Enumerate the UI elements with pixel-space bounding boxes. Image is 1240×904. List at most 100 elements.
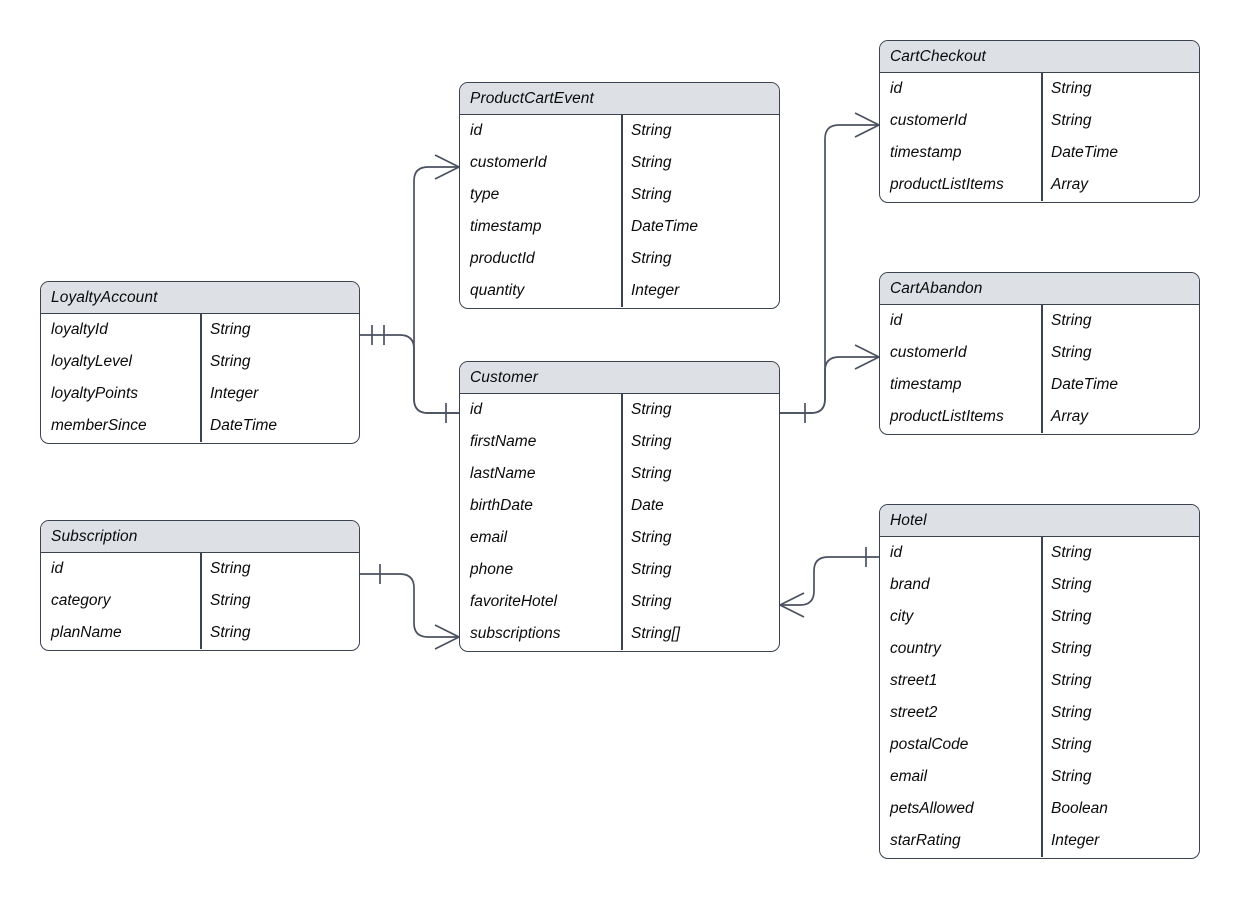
field-row[interactable]: phone String bbox=[460, 554, 779, 586]
field-type: Array bbox=[1051, 176, 1089, 193]
field-name: street2 bbox=[890, 704, 938, 721]
field-name: favoriteHotel bbox=[470, 593, 558, 610]
field-name: birthDate bbox=[470, 497, 533, 514]
entity-title-subscription: Subscription bbox=[41, 521, 359, 553]
field-type: String bbox=[631, 122, 672, 139]
field-row[interactable]: id String bbox=[880, 305, 1199, 337]
field-row[interactable]: planName String bbox=[41, 617, 359, 649]
field-row[interactable]: category String bbox=[41, 585, 359, 617]
column-divider bbox=[621, 115, 623, 307]
field-type: String bbox=[210, 592, 251, 609]
field-type: Integer bbox=[631, 282, 680, 299]
entity-title-cartAbandon: CartAbandon bbox=[880, 273, 1199, 305]
entity-title-hotel: Hotel bbox=[880, 505, 1199, 537]
field-name: timestamp bbox=[470, 218, 542, 235]
field-type: String bbox=[210, 321, 251, 338]
field-type: String bbox=[1051, 768, 1092, 785]
field-type: String bbox=[631, 154, 672, 171]
edge-customer-productcartevent bbox=[413, 154, 460, 414]
field-name: id bbox=[51, 560, 64, 577]
field-type: String[] bbox=[631, 625, 681, 642]
field-type: String bbox=[631, 186, 672, 203]
field-row[interactable]: loyaltyId String bbox=[41, 314, 359, 346]
field-type: String bbox=[210, 353, 251, 370]
field-row[interactable]: productListItems Array bbox=[880, 169, 1199, 201]
field-name: postalCode bbox=[890, 736, 969, 753]
field-name: planName bbox=[51, 624, 122, 641]
column-divider bbox=[1041, 305, 1043, 433]
field-name: id bbox=[890, 312, 903, 329]
field-type: String bbox=[631, 401, 672, 418]
field-name: productListItems bbox=[890, 176, 1004, 193]
field-row[interactable]: lastName String bbox=[460, 458, 779, 490]
field-name: firstName bbox=[470, 433, 537, 450]
field-name: memberSince bbox=[51, 417, 147, 434]
field-type: String bbox=[210, 624, 251, 641]
field-name: id bbox=[890, 544, 903, 561]
field-type: String bbox=[631, 561, 672, 578]
field-row[interactable]: id String bbox=[460, 115, 779, 147]
edge-customer-cartabandon bbox=[780, 344, 880, 414]
field-row[interactable]: customerId String bbox=[460, 147, 779, 179]
column-divider bbox=[621, 394, 623, 650]
field-type: String bbox=[1051, 672, 1092, 689]
field-type: String bbox=[1051, 312, 1092, 329]
field-name: customerId bbox=[470, 154, 547, 171]
entity-title-cartCheckout: CartCheckout bbox=[880, 41, 1199, 73]
field-name: lastName bbox=[470, 465, 536, 482]
column-divider bbox=[200, 553, 202, 649]
field-name: phone bbox=[470, 561, 514, 578]
field-name: loyaltyId bbox=[51, 321, 108, 338]
field-type: String bbox=[631, 465, 672, 482]
field-name: id bbox=[470, 122, 483, 139]
field-type: String bbox=[631, 529, 672, 546]
field-name: customerId bbox=[890, 112, 967, 129]
field-type: String bbox=[1051, 608, 1092, 625]
field-row[interactable]: email String bbox=[460, 522, 779, 554]
field-type: String bbox=[1051, 344, 1092, 361]
field-name: category bbox=[51, 592, 111, 609]
field-name: email bbox=[470, 529, 508, 546]
